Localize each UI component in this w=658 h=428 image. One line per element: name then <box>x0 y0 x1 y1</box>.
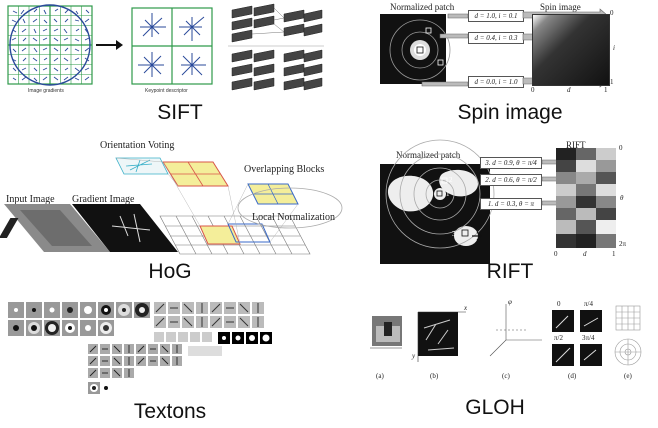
spin-axis-d: d <box>567 86 571 94</box>
textons-title: Textons <box>133 400 207 423</box>
textons-panel: Textons <box>0 296 330 428</box>
spin-axis-left: 0 <box>531 86 535 94</box>
gloh-axis-phi: φ <box>508 298 512 306</box>
hog-orientation-voting: Orientation Voting <box>100 140 175 151</box>
sift-feature-stack-figure <box>228 3 324 91</box>
gloh-quadrant-pi2: π/2 <box>554 334 563 342</box>
rift-point-3: 3 <box>452 230 456 238</box>
rift-axis-d: d <box>583 250 587 258</box>
gloh-label-b: (b) <box>430 372 439 380</box>
spin-axis-right: 1 <box>604 86 608 94</box>
hog-input-image-label: Input Image <box>6 194 55 205</box>
image-gradients-figure <box>7 4 93 86</box>
hog-figure <box>0 157 343 255</box>
sift-title: SIFT <box>157 101 203 124</box>
rift-axis-theta: θ <box>620 194 624 202</box>
spin-image-panel: Normalized patch Spin image d = 1.0, i =… <box>360 0 658 130</box>
spin-box-1: d = 1.0, i = 0.1 <box>468 10 524 22</box>
rift-label: RIFT <box>566 140 586 150</box>
keypoint-descriptor-figure <box>131 7 213 85</box>
rift-normalized-patch <box>380 139 495 264</box>
spin-axis-top: 0 <box>610 9 614 17</box>
image-gradients-caption: Image gradients <box>28 88 64 94</box>
rift-axis-top: 0 <box>619 144 623 152</box>
hog-title: HoG <box>148 260 192 283</box>
textons-filter-bank <box>8 302 272 394</box>
rift-panel: Normalized patch RIFT 1 2 3 3. d = 0.9, … <box>370 136 658 286</box>
spin-image-label: Spin image <box>540 2 581 12</box>
spin-image-plot <box>532 14 610 86</box>
rift-axis-bottom: 2π <box>619 240 627 248</box>
spin-axis-i: i <box>613 44 615 52</box>
gloh-panel: x y φ 0 π/4 π/2 3π/4 (a) (b) (c) (d) (e)… <box>360 296 658 428</box>
rift-patch-label: Normalized patch <box>396 150 461 160</box>
spin-axis-bottom: 1 <box>610 78 614 86</box>
rift-axis-left: 0 <box>554 250 558 258</box>
rift-point-1: 1 <box>446 190 450 198</box>
spin-image-title: Spin image <box>457 101 563 124</box>
gloh-quadrant-pi4: π/4 <box>584 300 593 308</box>
spin-normalized-patch <box>380 14 451 84</box>
gloh-axis-x: x <box>464 304 468 312</box>
gloh-figure <box>370 304 642 366</box>
rift-histogram-plot <box>556 148 616 248</box>
gloh-label-c: (c) <box>502 372 510 380</box>
keypoint-descriptor-caption: Keypoint descriptor <box>145 88 188 94</box>
arrow-right-icon <box>96 40 123 50</box>
gloh-label-d: (d) <box>568 372 577 380</box>
gloh-quadrant-3pi4: 3π/4 <box>582 334 595 342</box>
rift-box-3: 3. d = 0.9, θ = π/4 <box>480 157 542 169</box>
rift-box-1: 1. d = 0.3, θ = π <box>480 198 542 210</box>
spin-patch-label: Normalized patch <box>390 2 455 12</box>
rift-axis-right: 1 <box>612 250 616 258</box>
gloh-label-e: (e) <box>624 372 632 380</box>
hog-panel: Orientation Voting Overlapping Blocks In… <box>0 136 350 286</box>
sift-panel: Image gradients Keypoint descriptor <box>0 0 330 130</box>
rift-point-2: 2 <box>449 176 453 184</box>
gloh-label-a: (a) <box>376 372 384 380</box>
gloh-axis-y: y <box>412 352 416 360</box>
hog-local-normalization: Local Normalization <box>252 212 336 223</box>
hog-overlapping-blocks: Overlapping Blocks <box>244 164 325 175</box>
hog-gradient-image-label: Gradient Image <box>72 194 135 205</box>
gloh-title: GLOH <box>465 396 525 419</box>
rift-title: RIFT <box>486 260 534 283</box>
spin-box-3: d = 0.0, i = 1.0 <box>468 76 524 88</box>
gloh-quadrant-0: 0 <box>557 300 561 308</box>
rift-box-2: 2. d = 0.6, θ = π/2 <box>480 174 542 186</box>
